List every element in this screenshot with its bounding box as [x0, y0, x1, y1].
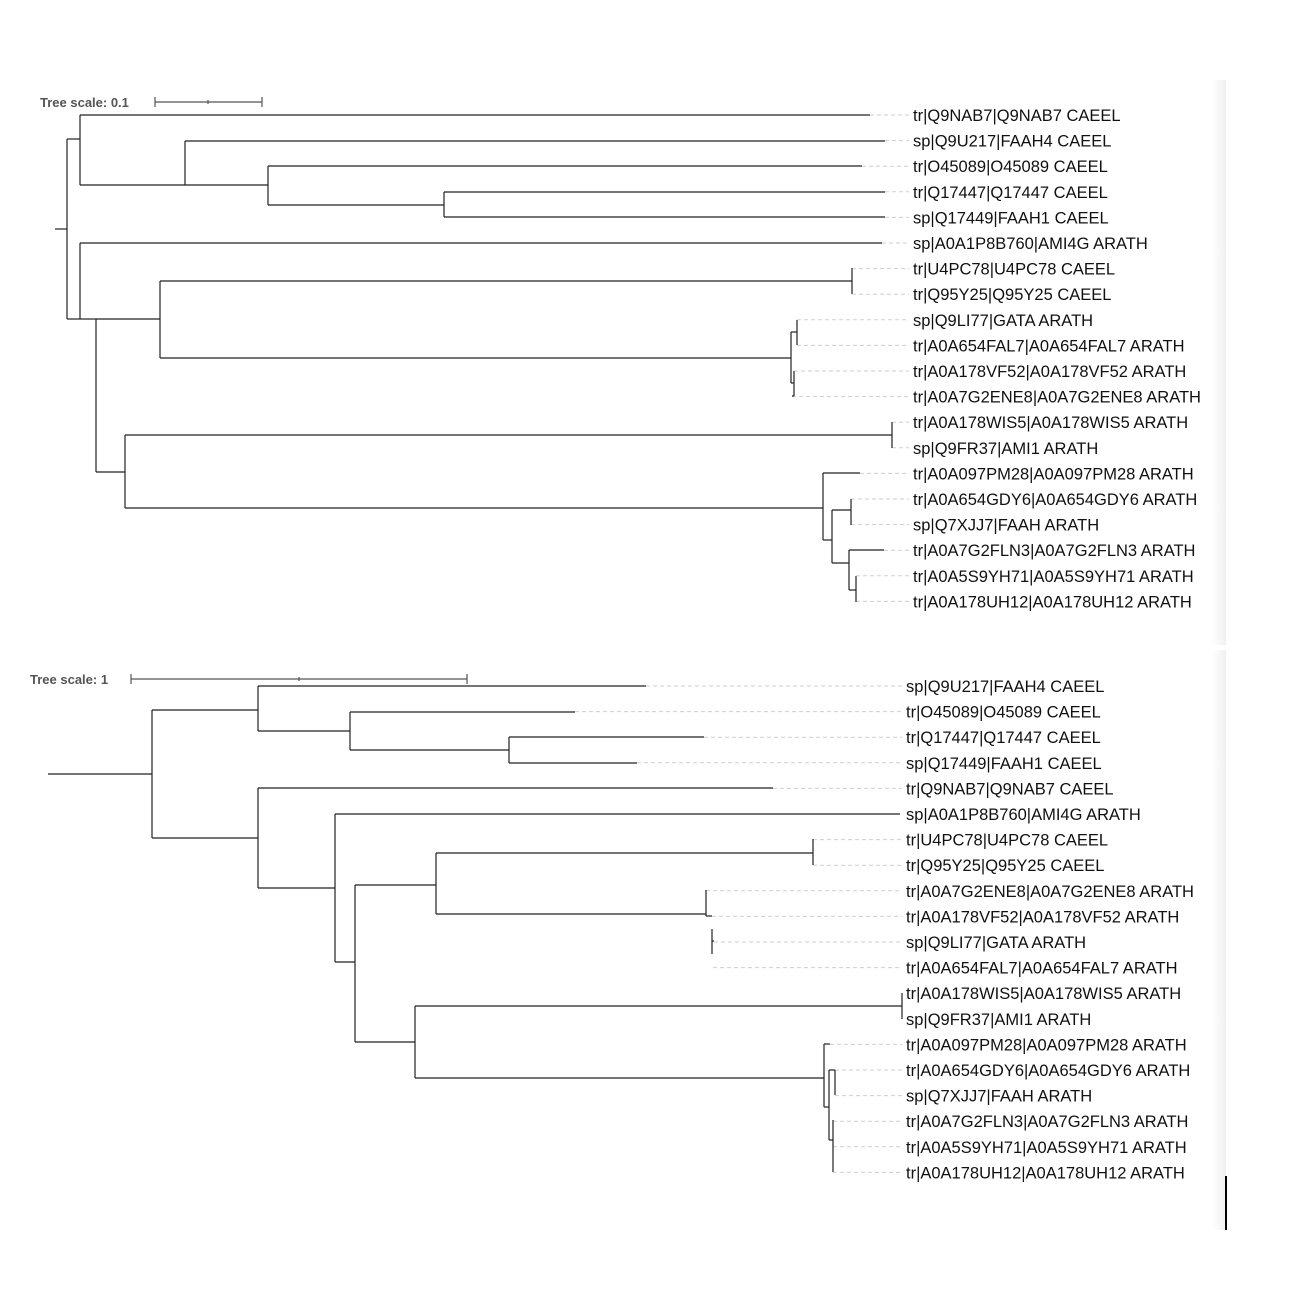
leaf-label: tr|U4PC78|U4PC78 CAEEL	[913, 261, 1115, 279]
leaf-label: tr|Q17447|Q17447 CAEEL	[906, 729, 1101, 747]
tree-branches	[48, 685, 903, 1173]
leaf-label: sp|Q9U217|FAAH4 CAEEL	[913, 133, 1111, 151]
leaf-label: tr|A0A178WIS5|A0A178WIS5 ARATH	[913, 414, 1188, 432]
phylogenetic-tree-top: Tree scale: 0.1 tr|Q9NAB7|Q9NAB7 CAEEL sp…	[40, 95, 1201, 611]
leaf-label: tr|O45089|O45089 CAEEL	[906, 704, 1101, 722]
leaf-label: tr|A0A7G2ENE8|A0A7G2ENE8 ARATH	[906, 883, 1194, 901]
leaf-label: tr|Q95Y25|Q95Y25 CAEEL	[906, 857, 1104, 875]
leaf-label: sp|Q7XJJ7|FAAH ARATH	[913, 517, 1099, 535]
leaf-label: tr|A0A7G2ENE8|A0A7G2ENE8 ARATH	[913, 389, 1201, 407]
leaf-label: tr|A0A654FAL7|A0A654FAL7 ARATH	[913, 337, 1185, 355]
leaf-label: tr|A0A097PM28|A0A097PM28 ARATH	[906, 1036, 1187, 1054]
leaf-label: tr|A0A654GDY6|A0A654GDY6 ARATH	[913, 491, 1197, 509]
leaf-label: tr|Q17447|Q17447 CAEEL	[913, 184, 1108, 202]
leaf-label: tr|A0A5S9YH71|A0A5S9YH71 ARATH	[913, 568, 1194, 586]
leaf-label: tr|A0A178UH12|A0A178UH12 ARATH	[913, 593, 1192, 611]
leaf-label: tr|A0A178WIS5|A0A178WIS5 ARATH	[906, 985, 1181, 1003]
leaf-label: tr|A0A178UH12|A0A178UH12 ARATH	[906, 1164, 1185, 1182]
leaf-label: sp|A0A1P8B760|AMI4G ARATH	[913, 235, 1148, 253]
leaf-labels: sp|Q9U217|FAAH4 CAEEL tr|O45089|O45089 CA…	[906, 678, 1194, 1182]
tree-branches	[55, 114, 909, 602]
leaf-label: sp|Q9FR37|AMI1 ARATH	[913, 440, 1098, 458]
leaf-label: sp|Q9U217|FAAH4 CAEEL	[906, 678, 1104, 696]
leaf-labels: tr|Q9NAB7|Q9NAB7 CAEEL sp|Q9U217|FAAH4 CA…	[913, 107, 1201, 611]
leaf-label: sp|Q9LI77|GATA ARATH	[906, 934, 1086, 952]
leaf-label: sp|Q9LI77|GATA ARATH	[913, 312, 1093, 330]
phylogenetic-tree-bottom: Tree scale: 1 sp|Q9U217|FAAH4 CAEEL tr|O4…	[30, 672, 1194, 1182]
leaf-label: tr|A0A178VF52|A0A178VF52 ARATH	[906, 908, 1179, 926]
leaf-label: sp|Q17449|FAAH1 CAEEL	[913, 209, 1109, 227]
leaf-label: tr|A0A178VF52|A0A178VF52 ARATH	[913, 363, 1186, 381]
leaf-label: tr|A0A654GDY6|A0A654GDY6 ARATH	[906, 1062, 1190, 1080]
leaf-label: sp|Q17449|FAAH1 CAEEL	[906, 755, 1102, 773]
tree-scale-label: Tree scale: 0.1	[40, 95, 129, 110]
scale-bar: Tree scale: 0.1	[40, 95, 263, 110]
leaf-label: tr|A0A5S9YH71|A0A5S9YH71 ARATH	[906, 1139, 1187, 1157]
leaf-label: tr|A0A7G2FLN3|A0A7G2FLN3 ARATH	[906, 1113, 1188, 1131]
leaf-label: tr|Q95Y25|Q95Y25 CAEEL	[913, 286, 1111, 304]
vertical-bar	[1225, 1176, 1227, 1230]
leaf-label: tr|A0A097PM28|A0A097PM28 ARATH	[913, 465, 1194, 483]
tree-panel-top: Tree scale: 0.1 tr|Q9NAB7|Q9NAB7 CAEEL sp…	[0, 0, 1312, 645]
leaf-label: tr|Q9NAB7|Q9NAB7 CAEEL	[913, 107, 1121, 125]
panel-edge-shadow	[1212, 80, 1226, 645]
scale-bar: Tree scale: 1	[30, 672, 468, 687]
leaf-label: tr|A0A654FAL7|A0A654FAL7 ARATH	[906, 960, 1178, 978]
leaf-label: tr|U4PC78|U4PC78 CAEEL	[906, 832, 1108, 850]
panel-edge-shadow	[1212, 650, 1226, 1230]
leaf-label: tr|Q9NAB7|Q9NAB7 CAEEL	[906, 780, 1114, 798]
tree-scale-label: Tree scale: 1	[30, 672, 108, 687]
leaf-label: sp|Q7XJJ7|FAAH ARATH	[906, 1088, 1092, 1106]
leaf-label: tr|A0A7G2FLN3|A0A7G2FLN3 ARATH	[913, 542, 1195, 560]
leaf-label: sp|Q9FR37|AMI1 ARATH	[906, 1011, 1091, 1029]
tree-panel-bottom: Tree scale: 1 sp|Q9U217|FAAH4 CAEEL tr|O4…	[0, 640, 1312, 1294]
leaf-label: tr|O45089|O45089 CAEEL	[913, 158, 1108, 176]
leaf-label: sp|A0A1P8B760|AMI4G ARATH	[906, 806, 1141, 824]
